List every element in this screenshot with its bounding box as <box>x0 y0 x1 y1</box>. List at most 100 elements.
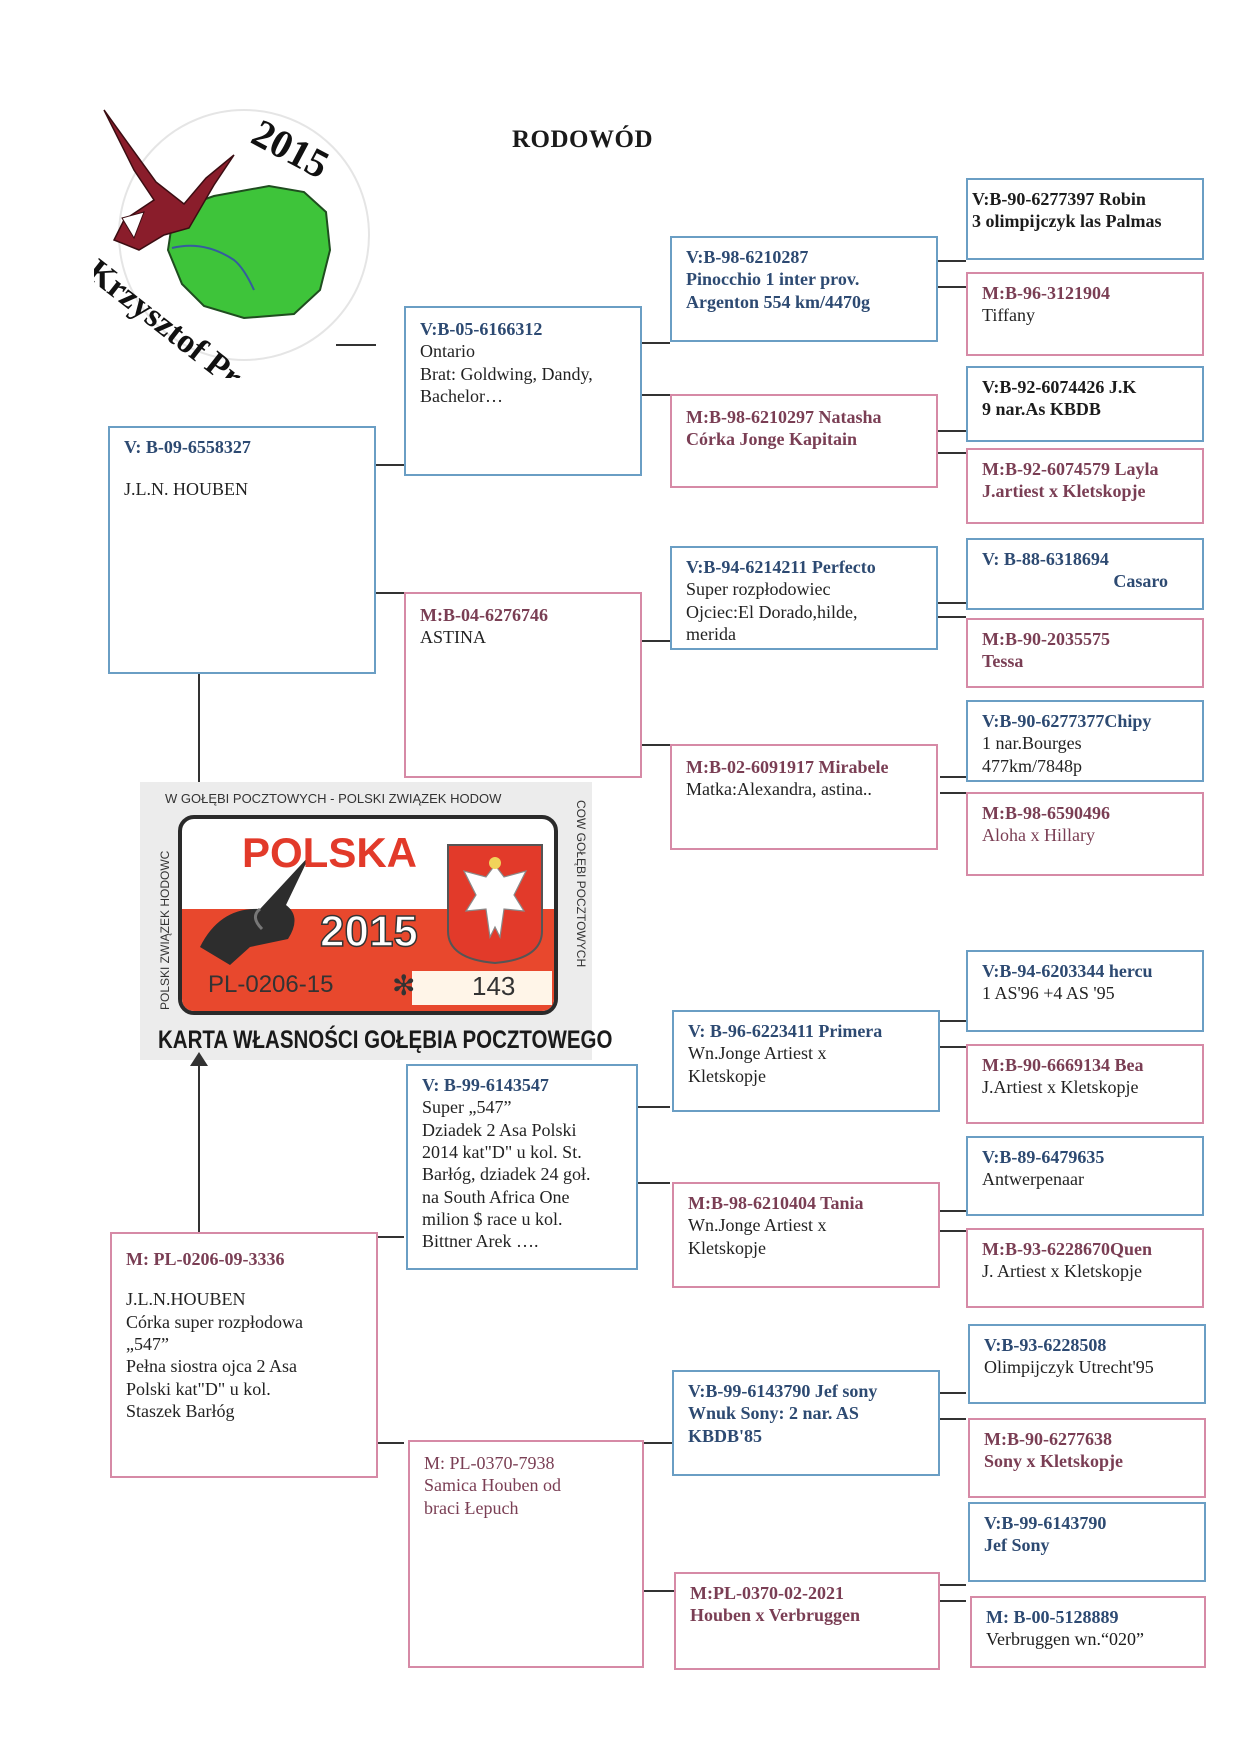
poland-map-icon <box>166 184 332 320</box>
card-panel: POLSKA 2015 PL-0206-15 ✻ 143 <box>178 815 558 1015</box>
gen4-line: Tiffany <box>982 305 1036 326</box>
gen3-line: Houben x Verbruggen <box>690 1605 861 1626</box>
gen2-line: Bittner Arek …. <box>422 1231 539 1252</box>
gen4-line: J.artiest x Kletskopje <box>982 481 1146 502</box>
gen2-ring: V:B-05-6166312 <box>420 319 543 339</box>
gen3-line: Pinocchio 1 inter prov. <box>686 269 860 290</box>
gen4-box-8: M:B-98-6590496 Aloha x Hillary <box>966 792 1204 876</box>
gen3-line: Kletskopje <box>688 1237 766 1258</box>
dam-line: Polski kat"D" u kol. <box>126 1378 271 1399</box>
gen3-box-2: M:B-98-6210297 Natasha Córka Jonge Kapit… <box>670 394 938 488</box>
gen4-box-10: M:B-90-6669134 Bea J.Artiest x Kletskopj… <box>966 1044 1204 1124</box>
card-right-text: COW GOŁĘBI POCZTOWYCH <box>574 800 588 968</box>
gen4-ring: M:B-90-6669134 Bea <box>982 1055 1144 1075</box>
gen4-box-14: M:B-90-6277638 Sony x Kletskopje <box>968 1418 1206 1498</box>
gen2-line: Brat: Goldwing, Dandy, <box>420 363 593 384</box>
gen4-box-7: V:B-90-6277377Chipy 1 nar.Bourges 477km/… <box>966 700 1204 782</box>
dam-line: Córka super rozpłodowa <box>126 1311 303 1332</box>
gen4-line: 477km/7848p <box>982 755 1083 776</box>
dam-line: Pełna siostra ojca 2 Asa <box>126 1356 297 1377</box>
gen4-box-11: V:B-89-6479635 Antwerpenaar <box>966 1136 1204 1216</box>
gen4-line: Antwerpenaar <box>982 1169 1084 1190</box>
gen4-line: Jef Sony <box>984 1535 1050 1556</box>
gen4-box-5: V: B-88-6318694 Casaro <box>966 538 1204 610</box>
gen4-ring: M:B-98-6590496 <box>982 803 1110 823</box>
card-top-text: W GOŁĘBI POCZTOWYCH - POLSKI ZWIĄZEK HOD… <box>165 791 502 806</box>
gen4-line: 3 olimpijczyk las Palmas <box>972 211 1162 232</box>
gen3-line: Wn.Jonge Artiest x <box>688 1215 827 1236</box>
gen3-box-5: V: B-96-6223411 Primera Wn.Jonge Artiest… <box>672 1010 940 1112</box>
card-country: POLSKA <box>242 829 418 876</box>
card-caption: KARTA WŁASNOŚCI GOŁĘBIA POCZTOWEGO <box>158 1026 613 1054</box>
logo-connector <box>336 344 376 346</box>
gen2-line: Dziadek 2 Asa Polski <box>422 1119 577 1140</box>
dam-line: Staszek Barłóg <box>126 1400 235 1421</box>
page-title: RODOWÓD <box>512 126 653 153</box>
gen4-box-2: M:B-96-3121904 Tiffany <box>966 272 1204 356</box>
gen4-ring: V:B-92-6074426 J.K <box>982 377 1137 397</box>
gen3-line: Matka:Alexandra, astina.. <box>686 779 872 800</box>
gen2-box-sire-dam: M:B-04-6276746 ASTINA <box>404 592 642 778</box>
dam-line: „547” <box>126 1333 169 1354</box>
gen4-ring: M:B-90-6277638 <box>984 1429 1112 1449</box>
dam-ring: M: PL-0206-09-3336 <box>126 1249 285 1269</box>
gen3-ring: M:B-98-6210404 Tania <box>688 1193 864 1213</box>
gen4-ring: V:B-93-6228508 <box>984 1335 1107 1355</box>
gen4-line: J.Artiest x Kletskopje <box>982 1077 1139 1098</box>
gen4-box-4: M:B-92-6074579 Layla J.artiest x Kletsko… <box>966 448 1204 524</box>
gen3-line: Kletskopje <box>688 1065 766 1086</box>
gen4-box-3: V:B-92-6074426 J.K 9 nar.As KBDB <box>966 366 1204 442</box>
gen3-box-7: V:B-99-6143790 Jef sony Wnuk Sony: 2 nar… <box>672 1370 940 1476</box>
gen4-ring: V:B-99-6143790 <box>984 1513 1107 1533</box>
gen2-ring: V: B-99-6143547 <box>422 1075 549 1095</box>
card-serial-number: 143 <box>472 971 516 1001</box>
gen2-line: Super „547” <box>422 1097 512 1118</box>
gen4-ring: M:B-90-2035575 <box>982 629 1110 649</box>
gen2-line: Samica Houben od <box>424 1475 561 1496</box>
gen2-ring: M: PL-0370-7938 <box>424 1453 555 1473</box>
gen4-ring: M:B-93-6228670Quen <box>982 1239 1152 1259</box>
gen4-ring: V: B-88-6318694 <box>982 549 1109 569</box>
sire-ring: V: B-09-6558327 <box>124 437 251 457</box>
gen4-line: 9 nar.As KBDB <box>982 399 1101 420</box>
eagle-emblem-icon <box>447 844 543 965</box>
gen3-ring: V:B-98-6210287 <box>686 247 809 267</box>
gen3-line: Wnuk Sony: 2 nar. AS <box>688 1403 859 1424</box>
gen4-box-9: V:B-94-6203344 hercu 1 AS'96 +4 AS '95 <box>966 950 1204 1032</box>
gen2-line: milion $ race u kol. <box>422 1208 563 1229</box>
gen2-box-dam-sire: V: B-99-6143547 Super „547” Dziadek 2 As… <box>406 1064 638 1270</box>
card-ring-number: PL-0206-15 <box>208 971 334 998</box>
gen4-line: Sony x Kletskopje <box>984 1451 1124 1472</box>
gen2-line: Bachelor… <box>420 385 503 406</box>
gen2-line: braci Łepuch <box>424 1497 519 1518</box>
breeder-logo: 2015 Krzysztof Pruski <box>80 100 374 433</box>
gen3-box-1: V:B-98-6210287 Pinocchio 1 inter prov. A… <box>670 236 938 342</box>
gen3-ring: V:B-99-6143790 Jef sony <box>688 1381 878 1401</box>
gen3-ring: M:B-02-6091917 Mirabele <box>686 757 889 777</box>
gen4-box-16: M: B-00-5128889 Verbruggen wn.“020” <box>970 1596 1206 1668</box>
gen3-box-3: V:B-94-6214211 Perfecto Super rozpłodowi… <box>670 546 938 650</box>
gen4-ring: M:B-96-3121904 <box>982 283 1110 303</box>
gen2-line: na South Africa One <box>422 1186 570 1207</box>
gen2-line: Ontario <box>420 341 475 362</box>
gen3-box-8: M:PL-0370-02-2021 Houben x Verbruggen <box>674 1572 940 1670</box>
gen4-box-12: M:B-93-6228670Quen J. Artiest x Kletskop… <box>966 1228 1204 1308</box>
gen2-ring: M:B-04-6276746 <box>420 605 548 625</box>
gen3-box-4: M:B-02-6091917 Mirabele Matka:Alexandra,… <box>670 744 938 850</box>
gen4-line: Casaro <box>1113 571 1168 592</box>
gen4-line: 1 nar.Bourges <box>982 733 1082 754</box>
gen3-line: Córka Jonge Kapitain <box>686 429 858 450</box>
gen3-ring: M:PL-0370-02-2021 <box>690 1583 844 1603</box>
gen3-line: Ojciec:El Dorado,hilde, <box>686 601 858 622</box>
gen3-line: merida <box>686 623 736 644</box>
gen3-line: Argenton 554 km/4470g <box>686 291 870 312</box>
gen4-box-1: V:B-90-6277397 Robin 3 olimpijczyk las P… <box>966 178 1204 260</box>
gen4-line: J. Artiest x Kletskopje <box>982 1261 1142 1282</box>
gen3-ring: M:B-98-6210297 Natasha <box>686 407 882 427</box>
gen4-box-13: V:B-93-6228508 Olimpijczyk Utrecht'95 <box>968 1324 1206 1404</box>
gen3-box-6: M:B-98-6210404 Tania Wn.Jonge Artiest x … <box>672 1182 940 1288</box>
gen4-line: Tessa <box>982 651 1024 672</box>
gen2-line: ASTINA <box>420 627 486 648</box>
pigeon-icon <box>200 855 310 965</box>
gen2-line: Barłóg, dziadek 24 goł. <box>422 1164 591 1185</box>
